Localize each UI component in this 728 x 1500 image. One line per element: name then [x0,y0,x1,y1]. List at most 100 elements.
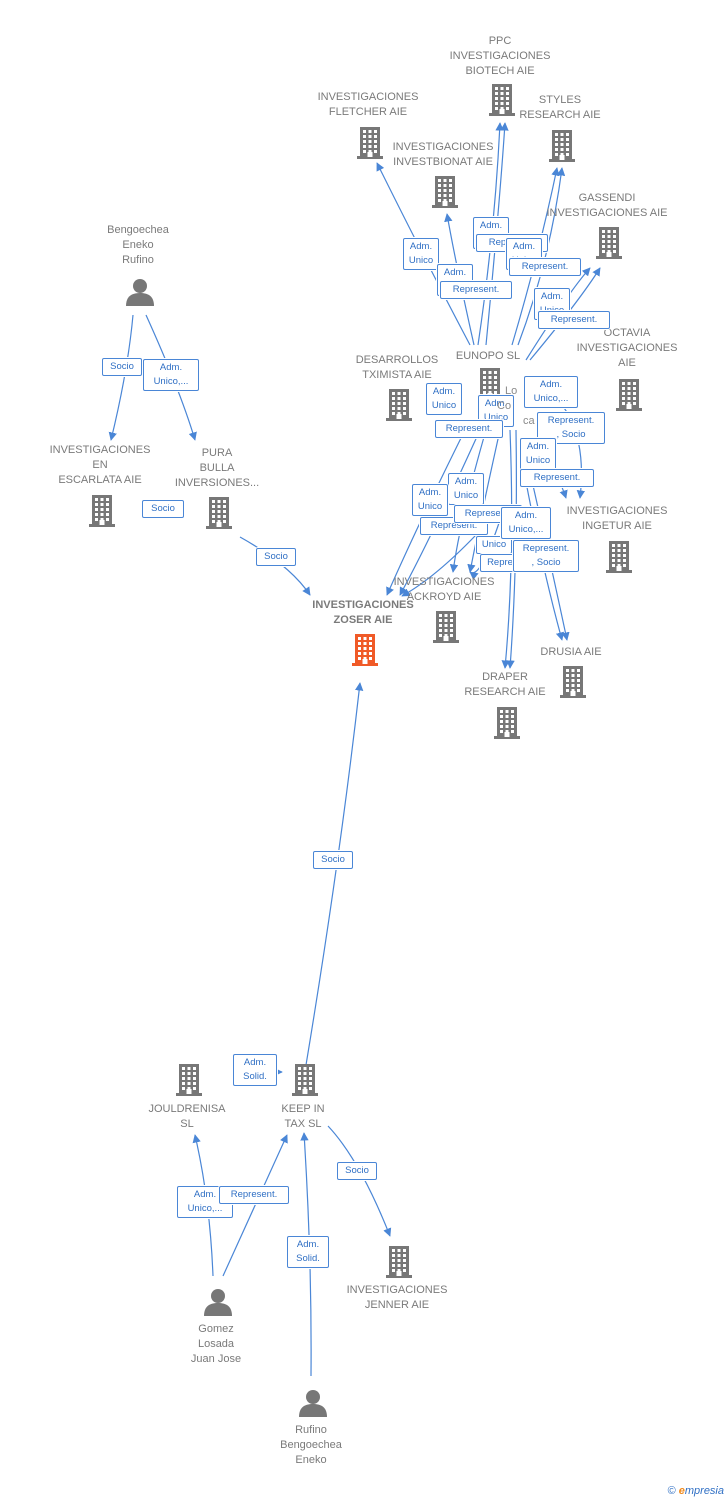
node-drusia[interactable]: DRUSIA AIE [521,645,621,660]
node-icon-pura[interactable] [206,497,232,534]
partial-label-fragment: Lo [505,385,518,397]
node-label: Gomez Losada Juan Jose [190,1323,242,1365]
edge-line [239,536,311,596]
node-label: INVESTIGACIONES INGETUR AIE [566,505,668,532]
node-icon-eunopo[interactable] [477,368,503,405]
node-gassendi[interactable]: GASSENDI INVESTIGACIONES AIE [527,191,687,221]
building-icon [176,1064,202,1096]
node-icon-ackroyd[interactable] [433,611,459,648]
copyright-symbol: © [667,1485,676,1497]
edge-label[interactable]: Unico [476,536,512,554]
building-icon [206,497,232,529]
node-eunopo[interactable]: EUNOPO SL [438,349,538,364]
node-ingetur[interactable]: INVESTIGACIONES INGETUR AIE [547,504,687,534]
edge-label[interactable]: Adm. Solid. [287,1236,329,1268]
node-desarrollos[interactable]: DESARROLLOS TXIMISTA AIE [337,353,457,383]
building-icon [549,130,575,162]
building-icon [357,127,383,159]
node-label: STYLES RESEARCH AIE [519,94,601,121]
node-icon-octavia[interactable] [616,379,642,416]
node-investbionat[interactable]: INVESTIGACIONES INVESTBIONAT AIE [373,140,513,170]
node-icon-draper[interactable] [494,707,520,744]
node-icon-keepintax[interactable] [292,1064,318,1101]
building-icon [292,1064,318,1096]
node-jouldrenisa[interactable]: JOULDRENISA SL [127,1102,247,1132]
node-icon-rufino2[interactable] [299,1389,327,1422]
node-label: JOULDRENISA SL [148,1103,226,1130]
node-zoser[interactable]: INVESTIGACIONES ZOSER AIE [293,598,433,628]
edge-label[interactable]: Adm. Unico,... [501,507,551,539]
node-gomez[interactable]: Gomez Losada Juan Jose [166,1322,266,1367]
edge-label[interactable]: Represent. [509,258,581,276]
empresia-credit[interactable]: © empresia [668,1485,724,1497]
edge-label[interactable]: Socio [102,358,142,376]
brand-logo-e: e [678,1485,685,1497]
node-icon-gassendi[interactable] [596,227,622,264]
edge-label[interactable]: Socio [142,500,184,518]
edge-label[interactable]: Adm. Unico,... [524,376,578,408]
node-label: GASSENDI INVESTIGACIONES AIE [546,192,668,219]
building-icon [352,634,378,666]
node-pura[interactable]: PURA BULLA INVERSIONES... [157,446,277,491]
node-fletcher[interactable]: INVESTIGACIONES FLETCHER AIE [298,90,438,120]
node-icon-jenner[interactable] [386,1246,412,1283]
partial-label-fragment: Co [497,400,512,412]
edge-label[interactable]: Represent. , Socio [513,540,579,572]
node-icon-gomez[interactable] [204,1288,232,1321]
node-icon-fletcher[interactable] [357,127,383,164]
edge-label[interactable]: Represent. [520,469,594,487]
building-icon [596,227,622,259]
node-label: Rufino Bengoechea Eneko [280,1424,342,1466]
edge-line [529,267,601,361]
node-label: Bengoechea Eneko Rufino [107,224,169,266]
edge-label[interactable]: Adm. Unico,... [143,359,199,391]
edge-label[interactable]: Adm. Solid. [233,1054,277,1086]
edge-label[interactable]: Adm. Unico [426,383,462,415]
building-icon [432,176,458,208]
node-rufino2[interactable]: Rufino Bengoechea Eneko [261,1423,361,1468]
node-icon-drusia[interactable] [560,666,586,703]
edge-label[interactable]: Adm. Unico [403,238,439,270]
node-icon-styles[interactable] [549,130,575,167]
node-escarlata[interactable]: INVESTIGACIONES EN ESCARLATA AIE [30,443,170,488]
node-jenner[interactable]: INVESTIGACIONES JENNER AIE [327,1283,467,1313]
building-icon [560,666,586,698]
node-octavia[interactable]: OCTAVIA INVESTIGACIONES AIE [557,326,697,371]
node-icon-escarlata[interactable] [89,495,115,532]
node-icon-jouldrenisa[interactable] [176,1064,202,1101]
edge-line [305,682,364,1066]
node-label: DESARROLLOS TXIMISTA AIE [355,354,439,381]
brand-logo-text: mpresia [684,1485,724,1497]
edge-label[interactable]: Represent. [440,281,512,299]
edge-label[interactable]: Adm. Unico [448,473,484,505]
edge-label[interactable]: Socio [256,548,296,566]
node-icon-investbionat[interactable] [432,176,458,213]
node-ackroyd[interactable]: INVESTIGACIONES ACKROYD AIE [374,575,514,605]
person-icon [126,279,154,306]
edge-label[interactable]: Represent. [219,1186,289,1204]
node-keepintax[interactable]: KEEP IN TAX SL [253,1102,353,1132]
node-icon-zoser[interactable] [352,634,378,671]
node-label: INVESTIGACIONES JENNER AIE [346,1284,448,1311]
node-label: INVESTIGACIONES FLETCHER AIE [317,91,419,118]
edge-label[interactable]: Represent. [538,311,610,329]
node-icon-desarrollos[interactable] [386,389,412,426]
edge-label[interactable]: Adm. Unico [520,438,556,470]
node-label: DRAPER RESEARCH AIE [464,671,546,698]
node-draper[interactable]: DRAPER RESEARCH AIE [445,670,565,700]
node-icon-bengoechea1[interactable] [126,278,154,311]
edge-label[interactable]: Adm. Unico [412,484,448,516]
node-icon-ppc[interactable] [489,84,515,121]
node-styles[interactable]: STYLES RESEARCH AIE [500,93,620,123]
edge-label[interactable]: Socio [337,1162,377,1180]
node-label: OCTAVIA INVESTIGACIONES AIE [576,327,678,369]
edge-label[interactable]: Repre [480,554,520,572]
node-label: INVESTIGACIONES ACKROYD AIE [393,576,495,603]
edge-label[interactable]: Socio [313,851,353,869]
node-icon-ingetur[interactable] [606,541,632,578]
node-bengoechea1[interactable]: Bengoechea Eneko Rufino [88,223,188,268]
edge-line [108,314,134,441]
node-ppc[interactable]: PPC INVESTIGACIONES BIOTECH AIE [430,34,570,79]
edge-label[interactable]: Represent. [435,420,503,438]
